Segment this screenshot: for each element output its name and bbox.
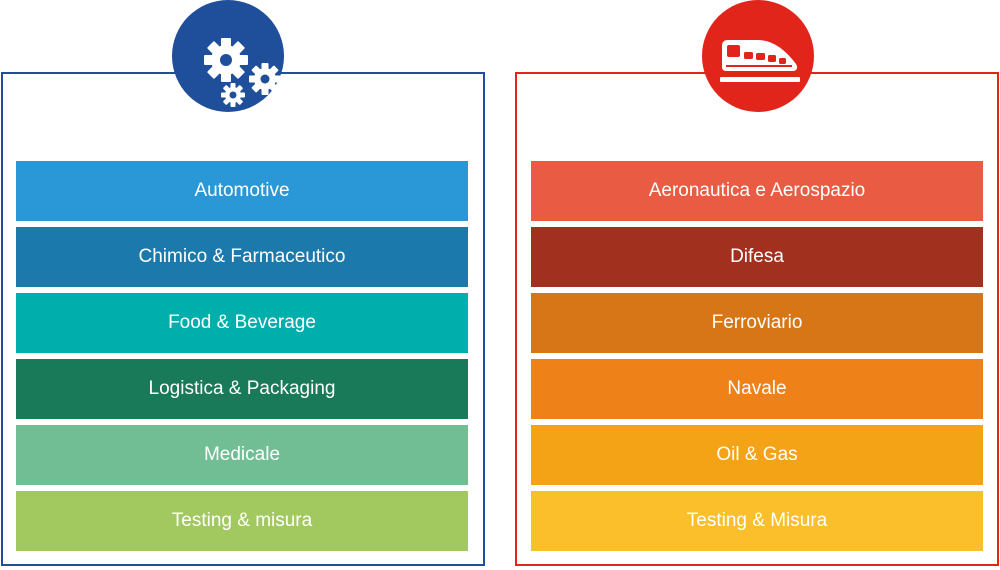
sector-chimico-farmaceutico: Chimico & Farmaceutico — [16, 227, 468, 287]
sector-label: Navale — [727, 378, 787, 399]
sector-oil-gas: Oil & Gas — [531, 425, 983, 485]
train-badge — [702, 0, 814, 112]
sector-navale: Navale — [531, 359, 983, 419]
sector-label: Ferroviario — [711, 312, 803, 333]
sector-ferroviario: Ferroviario — [531, 293, 983, 353]
sector-label: Food & Beverage — [168, 312, 316, 333]
sector-label: Difesa — [730, 246, 784, 267]
sector-label: Chimico & Farmaceutico — [138, 246, 346, 267]
sector-label: Logistica & Packaging — [148, 378, 336, 399]
sector-label: Aeronautica e Aerospazio — [648, 180, 866, 201]
train-icon — [720, 40, 800, 82]
sector-aeronautica-aerospazio: Aeronautica e Aerospazio — [531, 161, 983, 221]
sector-label: Medicale — [203, 444, 281, 465]
sector-testing-misura-right: Testing & Misura — [531, 491, 983, 551]
sector-difesa: Difesa — [531, 227, 983, 287]
gears-badge — [172, 0, 284, 112]
gears-icon — [204, 38, 281, 107]
sector-label: Testing & misura — [171, 510, 313, 531]
sector-testing-misura: Testing & misura — [16, 491, 468, 551]
sector-medicale: Medicale — [16, 425, 468, 485]
sector-logistica-packaging: Logistica & Packaging — [16, 359, 468, 419]
sector-label: Testing & Misura — [686, 510, 828, 531]
sector-food-beverage: Food & Beverage — [16, 293, 468, 353]
sector-label: Oil & Gas — [716, 444, 798, 465]
sector-automotive: Automotive — [16, 161, 468, 221]
sector-label: Automotive — [194, 180, 290, 201]
